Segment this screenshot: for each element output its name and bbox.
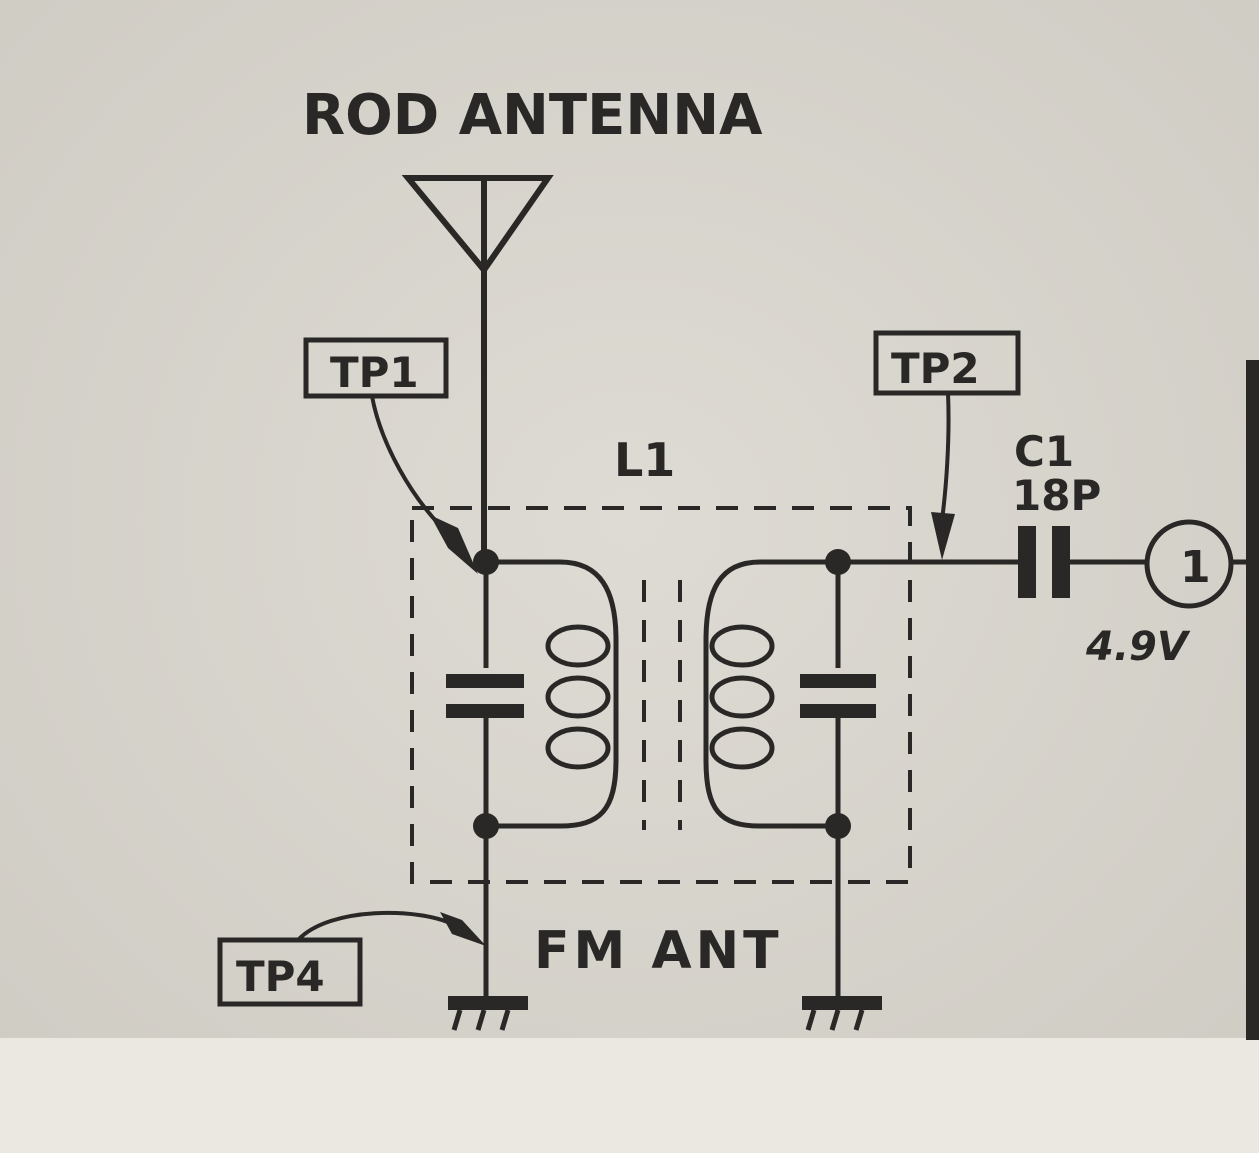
paper-bottom-strip	[0, 1038, 1259, 1153]
tp4-label: TP4	[236, 952, 325, 1001]
pin-1-number: 1	[1180, 542, 1211, 593]
pin-1-marker	[1144, 519, 1234, 609]
primary-capacitor	[446, 674, 524, 718]
ic-body-edge	[1246, 360, 1259, 1040]
c1-value-label: 18P	[1012, 471, 1101, 520]
tp4-test-point: TP4	[217, 910, 486, 1007]
tp1-label: TP1	[330, 348, 419, 397]
coil-label: L1	[614, 433, 675, 487]
pin-1-voltage: 4.9V	[1085, 624, 1191, 670]
tp1-test-point: TP1	[303, 337, 478, 574]
fm-ant-label: FM ANT	[534, 921, 783, 981]
ground-right-icon	[802, 996, 882, 1031]
secondary-junction-bottom	[825, 813, 851, 839]
tp2-test-point: TP2	[873, 330, 1021, 560]
primary-junction-top	[473, 549, 499, 575]
secondary-junction-top	[825, 549, 851, 575]
l1-shield-outline	[410, 506, 912, 884]
primary-junction-bottom	[473, 813, 499, 839]
secondary-coil-icon	[709, 624, 775, 770]
primary-circuit	[483, 559, 619, 1000]
primary-coil-icon	[545, 624, 611, 770]
tp2-label: TP2	[891, 344, 980, 393]
c1-capacitor	[1018, 526, 1070, 598]
secondary-circuit	[703, 559, 1246, 1000]
c1-name-label: C1	[1014, 427, 1074, 476]
antenna-icon	[401, 175, 554, 562]
antenna-title: ROD ANTENNA	[302, 83, 763, 148]
ground-left-icon	[448, 996, 528, 1031]
secondary-capacitor	[800, 674, 876, 718]
